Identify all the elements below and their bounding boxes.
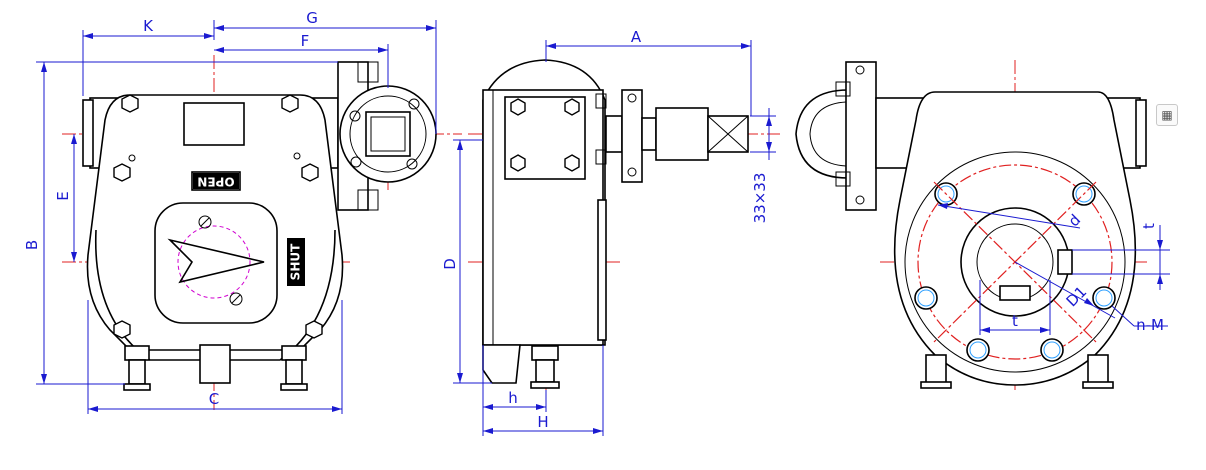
dim-D: D xyxy=(441,258,459,270)
dim-h: h xyxy=(508,389,518,407)
dim-t-top: t xyxy=(1140,223,1158,229)
dim-shaft: 33×33 xyxy=(751,173,769,224)
dim-t-bottom: t xyxy=(1012,312,1018,330)
dim-nM: n-M xyxy=(1136,316,1164,334)
dim-G: G xyxy=(306,9,318,27)
side-view: A 33×33 D h H xyxy=(441,28,780,436)
rear-view: d D1 t n-M t xyxy=(795,60,1170,390)
front-view: OPEN SHUT K G xyxy=(23,9,462,414)
dim-K: K xyxy=(143,17,154,35)
open-label: OPEN xyxy=(197,175,234,189)
dim-A: A xyxy=(631,28,642,46)
dim-H: H xyxy=(537,413,548,431)
dim-F: F xyxy=(301,32,310,50)
dim-E: E xyxy=(54,191,72,200)
dim-B: B xyxy=(23,240,41,250)
shut-label: SHUT xyxy=(289,243,303,280)
dim-C: C xyxy=(209,390,219,408)
selection-icon[interactable]: ▦ xyxy=(1156,104,1178,126)
